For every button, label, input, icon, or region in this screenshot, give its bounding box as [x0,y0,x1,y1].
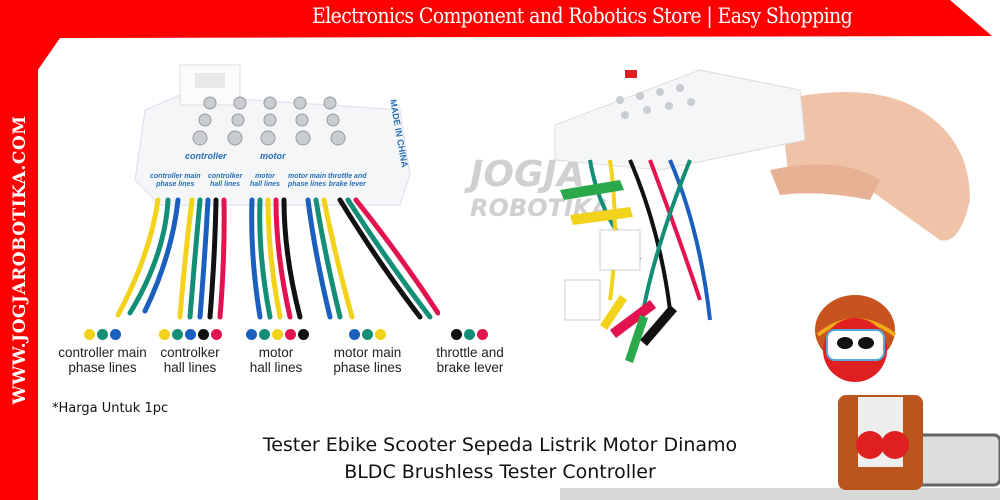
legend-dots-3 [245,329,310,340]
motor-label: motor [260,151,286,161]
controller-label: controller [185,151,227,161]
store-tagline: Electronics Component and Robotics Store… [312,4,853,28]
legend-dots-4 [345,329,390,340]
tester-device-image: controller motor MADE IN CHINA [115,64,440,320]
website-url[interactable]: WWW.JOGJAROBOTIKA.COM [10,115,30,405]
product-title: Tester Ebike Scooter Sepeda Listrik Moto… [262,434,738,483]
price-note: *Harga Untuk 1pc [52,401,169,416]
legend-dots-1 [80,329,125,340]
legend-dots-5 [447,329,492,340]
legend-dots-2 [158,329,223,340]
mascot-robot [815,295,1000,490]
tester-in-hand-image [554,69,970,363]
